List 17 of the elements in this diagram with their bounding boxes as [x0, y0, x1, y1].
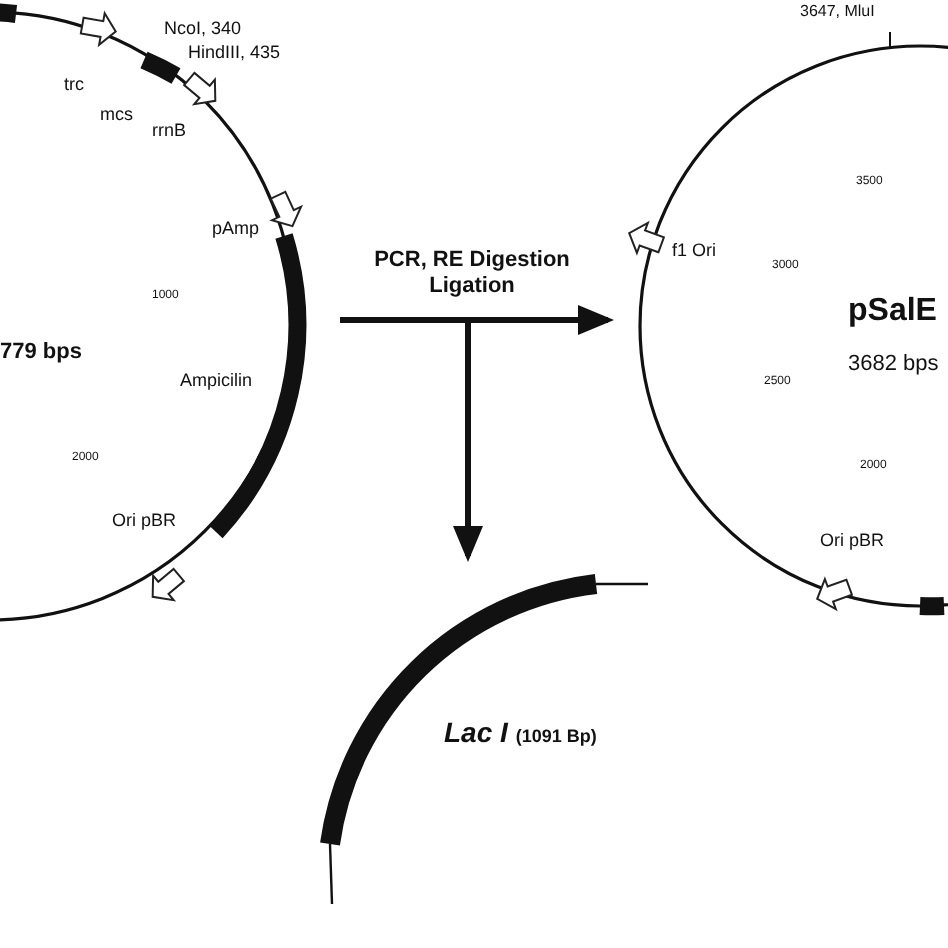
gene-name: Lac I — [444, 714, 508, 752]
feature-label: rrnB — [152, 122, 187, 140]
feature-label: Ori pBR — [820, 532, 885, 550]
plasmid-size: 779 bps — [0, 338, 82, 368]
feature-label: f1 Ori — [672, 242, 717, 260]
feature-label: mcs — [100, 106, 133, 124]
plasmid-name: pSalE — [848, 292, 937, 332]
feature-label: HindIII, 435 — [188, 44, 281, 62]
gene-length: (1091 Bp) — [515, 724, 597, 750]
plasmid-size: 3682 bps — [848, 350, 939, 380]
feature-label: Ampicilin — [180, 372, 253, 390]
feature-label: trc — [64, 76, 84, 94]
feature-label: Ori pBR — [112, 512, 177, 530]
feature-label: NcoI, 340 — [164, 20, 242, 38]
arrow — [340, 317, 483, 562]
feature-label: 3647, MluI — [800, 4, 875, 20]
feature-label: pAmp — [212, 220, 260, 238]
